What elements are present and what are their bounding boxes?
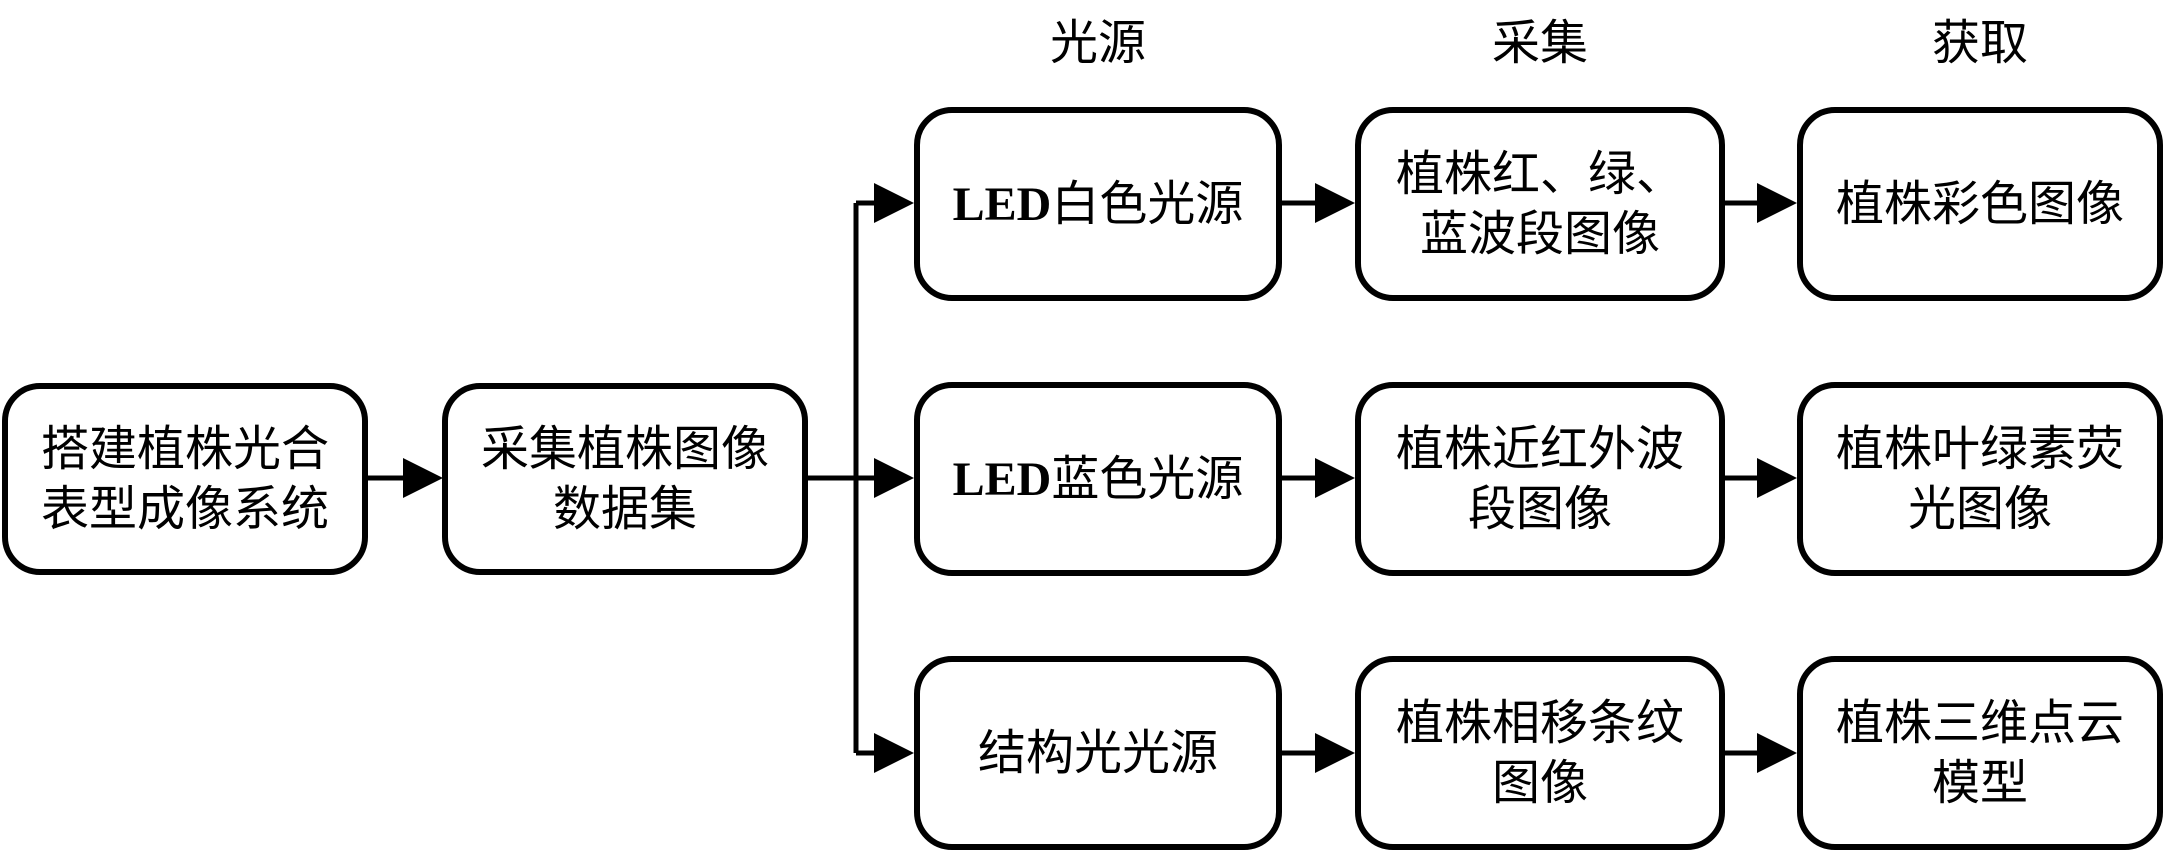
led-white-suffix: 白色光源	[1051, 175, 1244, 232]
column-header-obtain: 获取	[1931, 15, 2028, 71]
node-structured-light: 结构光光源	[914, 656, 1282, 850]
led-blue-prefix: LED	[952, 452, 1052, 506]
node-phase-fringe-images: 植株相移条纹 图像	[1355, 656, 1725, 850]
node-color-image-label: 植株彩色图像	[1835, 176, 2124, 232]
node-led-white-light-label: LED白色光源	[953, 174, 1244, 235]
node-nir-band-images-label: 植株近红外波 段图像	[1395, 421, 1684, 537]
node-build-system: 搭建植株光合 表型成像系统	[2, 383, 368, 575]
node-nir-band-images: 植株近红外波 段图像	[1355, 382, 1725, 576]
column-header-light-source: 光源	[1049, 15, 1146, 71]
node-point-cloud-model: 植株三维点云 模型	[1797, 656, 2163, 850]
node-phase-fringe-images-label: 植株相移条纹 图像	[1395, 695, 1684, 811]
node-structured-light-label: 结构光光源	[977, 725, 1218, 781]
column-header-acquisition: 采集	[1491, 15, 1588, 71]
node-color-image: 植株彩色图像	[1797, 107, 2163, 301]
node-chlorophyll-fluorescence-label: 植株叶绿素荧 光图像	[1835, 421, 2124, 537]
node-led-blue-light-label: LED蓝色光源	[953, 449, 1244, 510]
node-chlorophyll-fluorescence: 植株叶绿素荧 光图像	[1797, 382, 2163, 576]
led-white-prefix: LED	[952, 177, 1052, 231]
node-build-system-label: 搭建植株光合 表型成像系统	[40, 421, 329, 537]
node-led-white-light: LED白色光源	[914, 107, 1282, 301]
led-blue-suffix: 蓝色光源	[1051, 450, 1244, 507]
node-rgb-band-images-label: 植株红、绿、 蓝波段图像	[1395, 146, 1684, 262]
node-point-cloud-model-label: 植株三维点云 模型	[1835, 695, 2124, 811]
node-led-blue-light: LED蓝色光源	[914, 382, 1282, 576]
node-rgb-band-images: 植株红、绿、 蓝波段图像	[1355, 107, 1725, 301]
node-collect-dataset: 采集植株图像 数据集	[442, 383, 808, 575]
node-collect-dataset-label: 采集植株图像 数据集	[480, 421, 769, 537]
